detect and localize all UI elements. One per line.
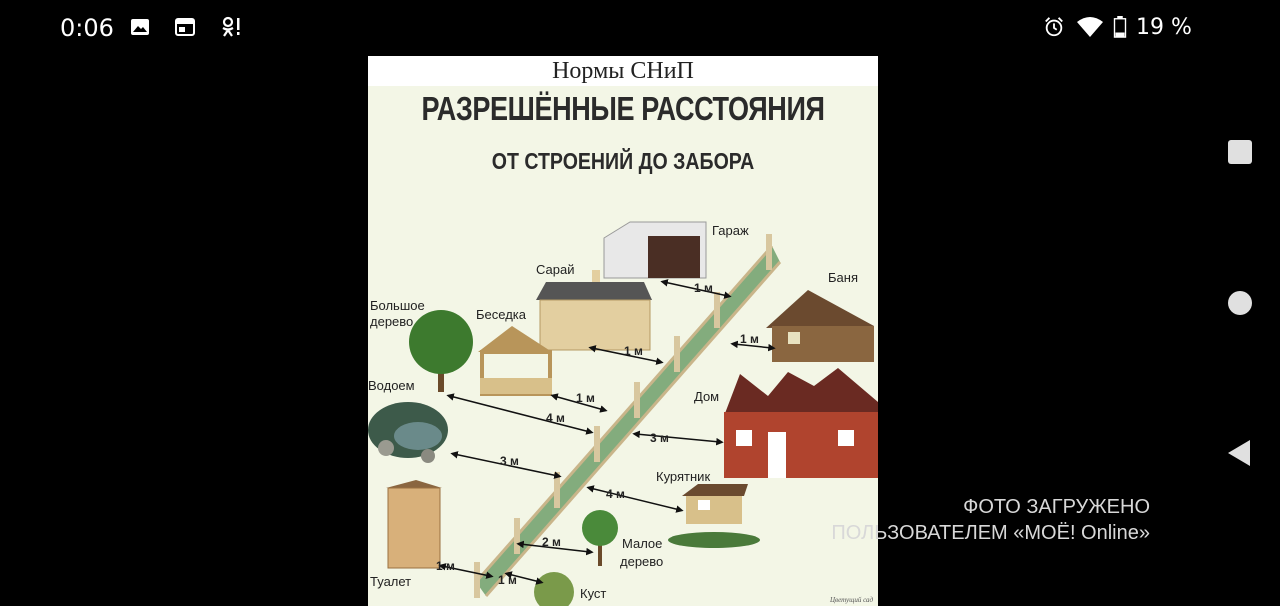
- gazebo-drawing: [478, 326, 552, 396]
- clock: 0:06: [60, 14, 114, 42]
- home-circle-button[interactable]: [1220, 283, 1260, 323]
- battery-icon: [1113, 16, 1127, 38]
- distance-big-tree: 4 м: [546, 411, 565, 425]
- recents-square-button[interactable]: [1220, 132, 1260, 172]
- back-triangle-button[interactable]: [1220, 433, 1260, 473]
- distance-house: 3 м: [650, 431, 669, 445]
- infographic-subtitle: ОТ СТРОЕНИЙ ДО ЗАБОРА: [491, 148, 755, 174]
- label-shed: Сарай: [536, 262, 575, 277]
- label-big-tree-1: Большое: [370, 298, 425, 313]
- label-chicken-coop: Курятник: [656, 469, 710, 484]
- watermark-line-2: ПОЛЬЗОВАТЕЛЕМ «МОЁ! Online»: [831, 522, 1150, 544]
- image-icon: [131, 19, 149, 35]
- label-small-tree-1: Малое: [622, 536, 662, 551]
- distance-toilet: 1 м: [436, 559, 455, 573]
- distance-garage: 1 м: [694, 281, 713, 295]
- fence-distance-infographic[interactable]: Нормы СНиП РАЗРЕШЁННЫЕ РАССТОЯНИЯ ОТ СТР…: [368, 56, 878, 606]
- shed-drawing: [536, 270, 652, 351]
- distance-bathhouse: 1 м: [740, 332, 759, 346]
- fence: [474, 234, 782, 598]
- label-toilet: Туалет: [370, 574, 411, 589]
- chicken-coop-drawing: [668, 484, 760, 548]
- toilet-drawing: [386, 480, 442, 569]
- label-garage: Гараж: [712, 223, 749, 238]
- watermark: ФОТО ЗАГРУЖЕНО ПОЛЬЗОВАТЕЛЕМ «МОЁ! Onlin…: [820, 494, 1150, 546]
- distance-pond: 3 м: [500, 454, 519, 468]
- distance-arrows: [438, 279, 776, 585]
- status-bar: 0:06 19 %: [0, 0, 1280, 56]
- norms-heading: Нормы СНиП: [552, 58, 694, 84]
- infographic-drawing: Гараж Сарай Баня Большое дерево Беседка …: [368, 221, 878, 606]
- bathhouse-drawing: [766, 290, 874, 362]
- label-pond: Водоем: [368, 378, 415, 393]
- photo-header-band: [368, 56, 878, 86]
- pond-drawing: [368, 402, 448, 463]
- label-house: Дом: [694, 389, 719, 404]
- label-big-tree-2: дерево: [370, 314, 413, 329]
- distance-small-tree: 2 м: [542, 535, 561, 549]
- odnoklassniki-icon: [222, 16, 240, 37]
- label-bathhouse: Баня: [828, 270, 858, 285]
- small-tree-drawing: [582, 510, 618, 566]
- label-bush: Куст: [580, 586, 606, 601]
- big-tree-drawing: [409, 310, 473, 392]
- label-gazebo: Беседка: [476, 307, 527, 322]
- wifi-icon: [1077, 17, 1103, 37]
- alarm-icon: [1045, 17, 1063, 37]
- signature: Цветущий сад: [829, 596, 874, 604]
- garage-drawing: [603, 221, 707, 279]
- distance-gazebo: 1 м: [576, 391, 595, 405]
- battery-percentage: 19 %: [1136, 15, 1192, 40]
- infographic-title: РАЗРЕШЁННЫЕ РАССТОЯНИЯ: [421, 90, 825, 127]
- calendar-icon: [175, 18, 195, 36]
- distance-shed: 1 м: [624, 344, 643, 358]
- watermark-line-1: ФОТО ЗАГРУЖЕНО: [963, 496, 1150, 518]
- bush-drawing: [534, 572, 574, 606]
- distance-chicken-coop: 4 м: [606, 487, 625, 501]
- label-small-tree-2: дерево: [620, 554, 663, 569]
- house-drawing: [724, 368, 878, 478]
- distance-bush: 1 м: [498, 573, 517, 587]
